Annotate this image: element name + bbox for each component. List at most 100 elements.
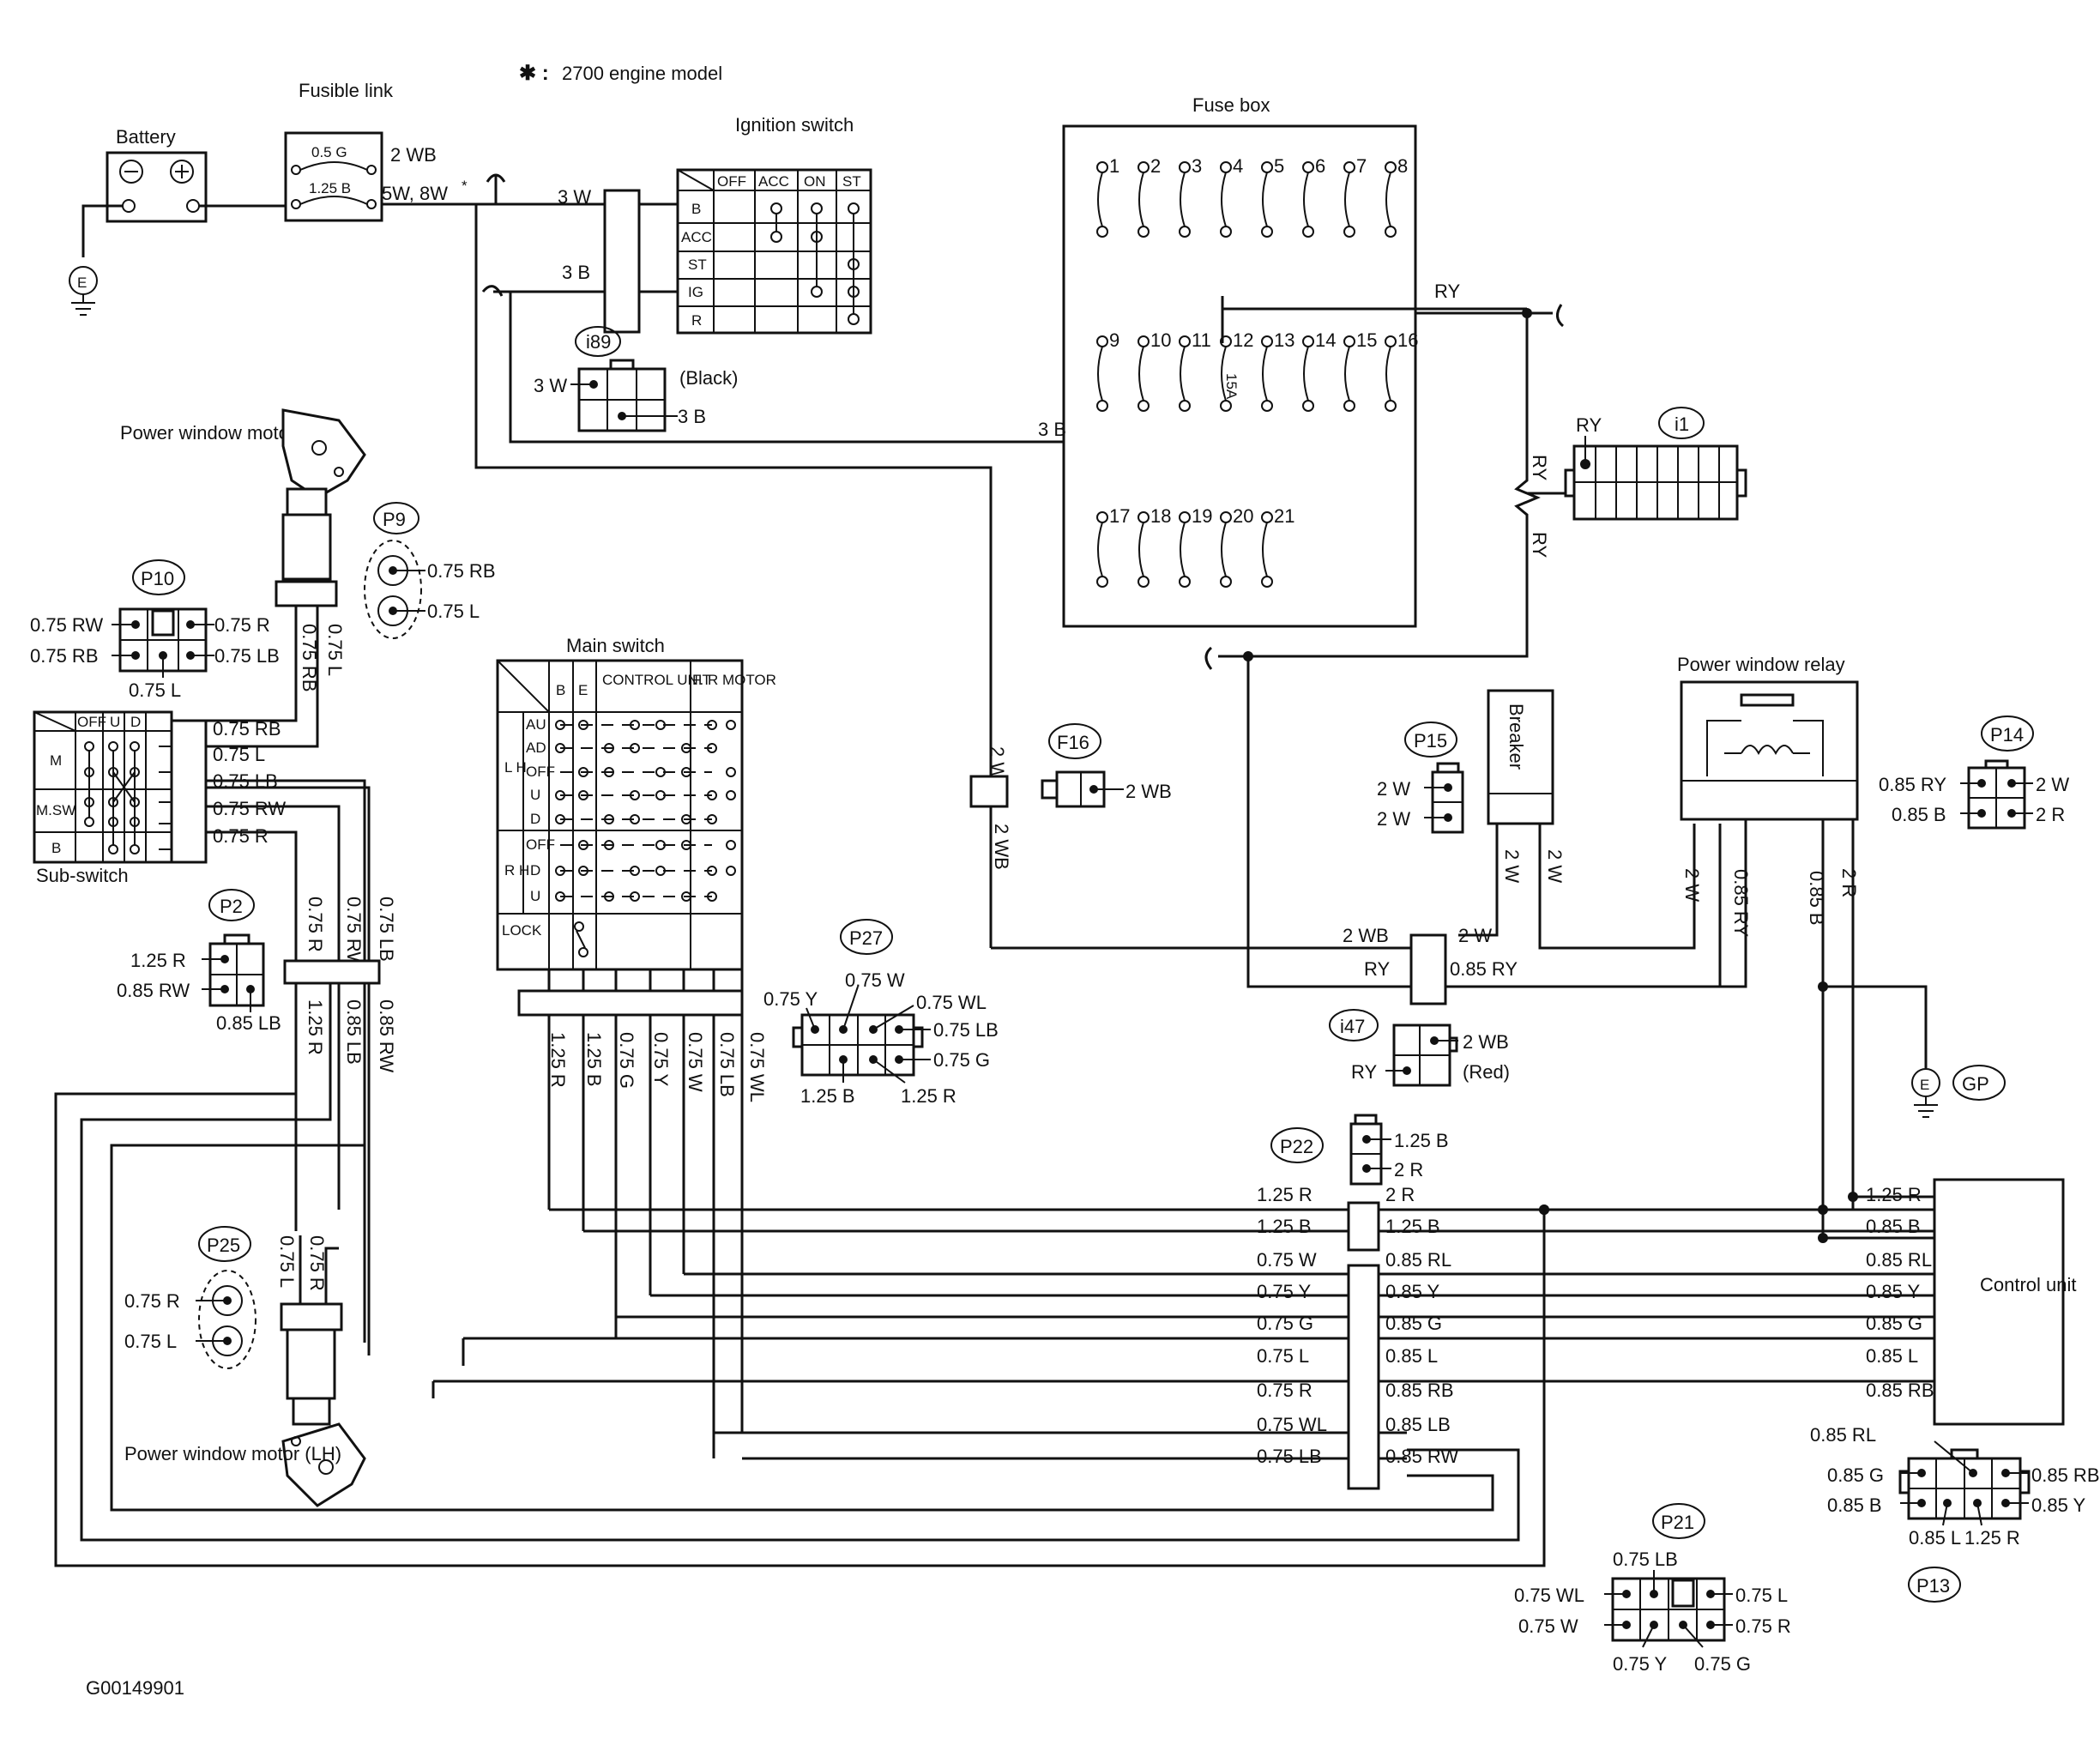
breaker: Breaker xyxy=(1487,689,1554,825)
i47-pin-2: RY xyxy=(1351,1061,1377,1083)
bus-left-label: 0.75 LB xyxy=(1257,1446,1322,1467)
sub-col-off: OFF xyxy=(77,714,106,730)
bus-right-label: 1.25 R xyxy=(1866,1184,1922,1205)
sub-vert-top-2: 0.75 RW xyxy=(343,897,365,969)
bus-right-label: 0.85 B xyxy=(1866,1216,1921,1237)
fuse-number: 4 xyxy=(1233,155,1243,177)
bus-mid-label: 1.25 B xyxy=(1385,1216,1440,1237)
fuse-number: 20 xyxy=(1233,505,1253,527)
sub-out-5: 0.75 R xyxy=(213,825,269,847)
wire-5w8w-label: 5W, 8W xyxy=(382,183,448,204)
connector-p21: P21 0.75 LB 0.75 WL 0.75 W 0.75 Y 0.75 L… xyxy=(1514,1503,1791,1675)
wire-3b-label: 3 B xyxy=(562,262,590,283)
p9-tag: P9 xyxy=(383,509,406,530)
fusible-rating-1: 0.5 G xyxy=(311,144,347,160)
p14-pin-4: 2 R xyxy=(2036,804,2065,825)
engine-note-marker: * xyxy=(462,178,468,194)
i47-left-1: 2 WB xyxy=(1343,925,1389,946)
battery-label: Battery xyxy=(116,126,176,148)
bus-mid-label: 0.85 RB xyxy=(1385,1380,1454,1401)
bus-left-label: 0.75 G xyxy=(1257,1313,1313,1334)
fuse-number: 8 xyxy=(1397,155,1408,177)
p2-pin-1: 1.25 R xyxy=(130,950,186,971)
power-window-motor-rh: Power window motor (RH) xyxy=(120,408,366,607)
p21-pin-7: 0.75 G xyxy=(1694,1653,1751,1675)
sub-switch: OFF U D M M.SW B Sub-switch xyxy=(33,710,173,886)
fuse-number: 3 xyxy=(1192,155,1202,177)
fuse-rating: 15A xyxy=(1223,373,1240,400)
ms-wire-4: 0.75 Y xyxy=(650,1032,672,1087)
ms-row-d: D xyxy=(530,811,540,827)
p9-pin-2: 0.75 L xyxy=(427,601,480,622)
bus-left-label: 0.75 R xyxy=(1257,1380,1312,1401)
ign-pos-acc: ACC xyxy=(758,173,789,190)
sub-vert-top-1: 0.75 R xyxy=(305,897,326,952)
p13-pin-2: 0.85 G xyxy=(1827,1464,1884,1486)
i47-inline-connector xyxy=(1409,933,1447,1005)
ms-wire-1: 1.25 R xyxy=(547,1032,569,1088)
bus-right-label: 0.85 G xyxy=(1866,1313,1922,1334)
sub-out-2: 0.75 L xyxy=(213,744,265,765)
lh-motor-wire-1: 0.75 L xyxy=(276,1235,298,1288)
i89-pin-2: 3 B xyxy=(678,406,706,427)
gp-tag: GP xyxy=(1962,1073,1989,1095)
i89-tag: i89 xyxy=(586,331,611,353)
ms-hdr-e: E xyxy=(578,682,588,698)
ms-row-off-rh: OFF xyxy=(526,836,555,853)
battery: Battery xyxy=(106,126,208,223)
wire-ry-label: RY xyxy=(1434,281,1460,302)
ign-pos-off: OFF xyxy=(717,173,746,190)
bus-right-label: 0.85 L xyxy=(1866,1345,1918,1367)
p27-pin-3: 0.75 WL xyxy=(916,992,987,1013)
ignition-switch-label: Ignition switch xyxy=(735,114,854,136)
p21-pin-5: 0.75 L xyxy=(1735,1585,1788,1606)
p10-pin-2: 0.75 RB xyxy=(30,645,99,667)
fuse-number: 12 xyxy=(1233,329,1253,351)
f16-tag: F16 xyxy=(1057,732,1089,753)
p22-tag: P22 xyxy=(1280,1136,1313,1157)
p13-pin-3: 0.85 B xyxy=(1827,1494,1882,1516)
sub-row-b: B xyxy=(51,840,61,856)
ms-group-lh: L H xyxy=(504,759,527,776)
main-switch-label: Main switch xyxy=(566,635,665,656)
control-unit-label: Control unit xyxy=(1980,1274,2077,1295)
ign-pos-st: ST xyxy=(842,173,861,190)
connector-p14: P14 0.85 RY 0.85 B 2 W 2 R xyxy=(1879,715,2069,830)
p22-pin-2: 2 R xyxy=(1394,1159,1423,1180)
p14-pin-1: 0.85 RY xyxy=(1879,774,1946,795)
bus-left-label: 0.75 Y xyxy=(1257,1281,1312,1302)
main-switch-connector xyxy=(517,989,744,1017)
bus-right-label: 0.85 RL xyxy=(1866,1249,1932,1271)
i47-pin-1: 2 WB xyxy=(1463,1031,1509,1053)
connector-p15: P15 2 W 2 W xyxy=(1377,722,1464,834)
p27-pin-1: 0.75 Y xyxy=(763,988,818,1010)
bus-left-label: 1.25 R xyxy=(1257,1184,1312,1205)
fuse-number: 6 xyxy=(1315,155,1325,177)
power-window-relay: Power window relay xyxy=(1677,654,1859,821)
relay-leg-2: 0.85 RY xyxy=(1730,869,1752,937)
svg-text:E: E xyxy=(1920,1077,1929,1093)
bus-mid-label: 0.85 G xyxy=(1385,1313,1442,1334)
i47-right-1: 2 W xyxy=(1458,925,1492,946)
sub-vert-top-3: 0.75 LB xyxy=(376,897,397,962)
fuse-number: 5 xyxy=(1274,155,1284,177)
p25-pin-2: 0.75 L xyxy=(124,1331,177,1352)
connector-p22: P22 1.25 B 2 R xyxy=(1270,1114,1449,1186)
p27-pin-6: 1.25 B xyxy=(800,1085,855,1107)
ign-pos-on: ON xyxy=(804,173,826,190)
ms-wire-2: 1.25 B xyxy=(583,1032,605,1087)
p2-pin-3: 0.85 LB xyxy=(216,1012,281,1034)
ms-row-off: OFF xyxy=(526,764,555,780)
sub-switch-connector xyxy=(170,719,208,864)
i47-left-2: RY xyxy=(1364,958,1390,980)
breaker-wire-2: 2 W xyxy=(1544,849,1566,883)
p10-pin-4: 0.75 LB xyxy=(214,645,280,667)
ground-gp-icon: E GP xyxy=(1911,1065,2006,1118)
p21-pin-2: 0.75 WL xyxy=(1514,1585,1584,1606)
f16-pin: 2 WB xyxy=(1125,781,1172,802)
p27-pin-7: 1.25 R xyxy=(901,1085,956,1107)
p15-pin-2: 2 W xyxy=(1377,808,1410,830)
fuse-number: 2 xyxy=(1150,155,1161,177)
fusible-link: Fusible link 0.5 G 1.25 B xyxy=(284,80,394,222)
